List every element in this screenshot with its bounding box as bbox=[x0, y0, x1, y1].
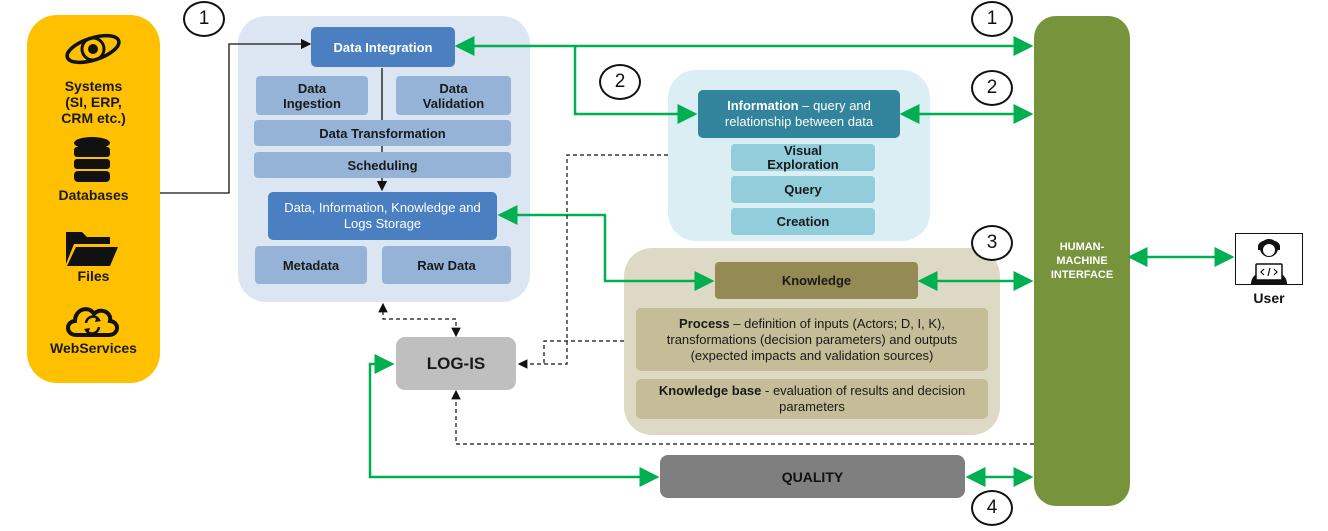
data-validation-label: Data Validation bbox=[422, 80, 485, 111]
creation-label: Creation bbox=[776, 214, 830, 229]
data-ingestion-label: Data Ingestion bbox=[283, 80, 341, 111]
quality-box: QUALITY bbox=[660, 455, 965, 498]
data-sources-panel bbox=[27, 15, 160, 383]
user-icon bbox=[1235, 233, 1303, 285]
files-icon bbox=[64, 228, 120, 268]
arrow-integration-to-log bbox=[378, 302, 461, 338]
information-desc: – query and relationship between data bbox=[724, 98, 874, 129]
hmi-label-wrap: HUMAN- MACHINE INTERFACE bbox=[1034, 236, 1130, 286]
data-transformation-box: Data Transformation bbox=[254, 120, 511, 146]
log-is-box: LOG-IS bbox=[396, 337, 516, 390]
arrow-log-to-quality bbox=[368, 354, 660, 487]
knowledge-box: Knowledge bbox=[715, 262, 918, 299]
arrow-hmi-to-log bbox=[451, 389, 1034, 445]
marker-2-right: 2 bbox=[971, 70, 1013, 106]
information-box: Information – query and relationship bet… bbox=[698, 90, 900, 138]
systems-label: Systems (SI, ERP, CRM etc.) bbox=[61, 78, 126, 126]
log-is-label: LOG-IS bbox=[426, 353, 486, 373]
arrow-knowledge-to-log bbox=[543, 340, 624, 364]
process-title: Process bbox=[679, 315, 730, 331]
arrow-storage-to-knowledge bbox=[497, 205, 715, 291]
hmi-label: HUMAN- MACHINE INTERFACE bbox=[1050, 241, 1114, 281]
marker-1-right: 1 bbox=[971, 1, 1013, 37]
storage-box: Data, Information, Knowledge and Logs St… bbox=[268, 192, 497, 240]
files-label: Files bbox=[77, 268, 110, 284]
user-label: User bbox=[1253, 290, 1285, 306]
data-integration-box: Data Integration bbox=[311, 27, 455, 67]
scheduling-label: Scheduling bbox=[347, 157, 418, 173]
knowledge-base-desc: - evaluation of results and decision par… bbox=[761, 383, 966, 414]
metadata-box: Metadata bbox=[255, 246, 367, 284]
creation-box: Creation bbox=[731, 208, 875, 235]
quality-label: QUALITY bbox=[781, 468, 844, 485]
arrow-information-to-log bbox=[517, 154, 668, 369]
hmi-bar bbox=[1034, 16, 1130, 506]
marker-3: 3 bbox=[971, 225, 1013, 261]
data-ingestion-box: Data Ingestion bbox=[256, 76, 368, 115]
visual-exploration-box: Visual Exploration bbox=[731, 142, 875, 172]
knowledge-base-box: Knowledge base - evaluation of results a… bbox=[636, 379, 988, 419]
databases-icon bbox=[70, 136, 114, 184]
marker-4: 4 bbox=[971, 490, 1013, 526]
visual-exploration-label: Visual Exploration bbox=[767, 142, 839, 172]
webservices-icon bbox=[62, 301, 122, 339]
knowledge-base-title: Knowledge base bbox=[658, 383, 762, 398]
arrow-databases-to-integration bbox=[160, 38, 312, 194]
process-desc: – definition of inputs (Actors; D, I, K)… bbox=[666, 315, 958, 363]
systems-icon bbox=[62, 27, 124, 71]
knowledge-label: Knowledge bbox=[781, 273, 852, 288]
query-label: Query bbox=[784, 182, 822, 197]
databases-label: Databases bbox=[58, 187, 129, 203]
marker-2-left: 2 bbox=[599, 64, 641, 100]
data-integration-label: Data Integration bbox=[333, 39, 433, 55]
storage-label: Data, Information, Knowledge and Logs St… bbox=[284, 200, 481, 231]
data-validation-box: Data Validation bbox=[396, 76, 511, 115]
process-box: Process – definition of inputs (Actors; … bbox=[636, 308, 988, 371]
query-box: Query bbox=[731, 176, 875, 203]
arrow-integration-to-information bbox=[573, 46, 698, 124]
scheduling-box: Scheduling bbox=[254, 152, 511, 178]
information-title: Information bbox=[727, 98, 799, 113]
webservices-label: WebServices bbox=[50, 340, 137, 356]
data-transformation-label: Data Transformation bbox=[319, 125, 446, 141]
metadata-label: Metadata bbox=[282, 257, 340, 273]
raw-data-label: Raw Data bbox=[417, 257, 476, 273]
raw-data-box: Raw Data bbox=[382, 246, 511, 284]
marker-1-left: 1 bbox=[183, 1, 225, 37]
